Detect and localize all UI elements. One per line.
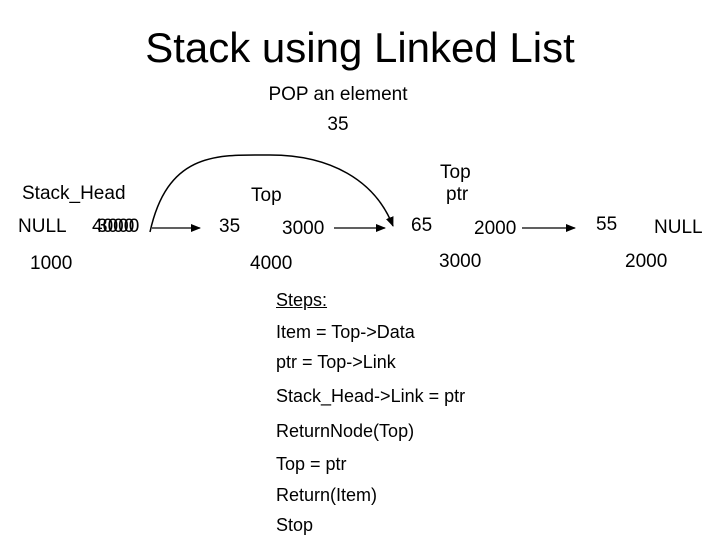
node-65-address: 3000 [439,251,482,272]
head-link-cell: 3000 [97,216,140,237]
head-data-cell: NULL [18,216,67,237]
diagram-title: Stack using Linked List [145,24,575,71]
node-35-address: 4000 [250,253,293,274]
node-55-link-cell: NULL [654,217,703,238]
steps-heading: Steps: [276,290,328,310]
top-label: Top [251,185,282,206]
node-65-data-cell: 65 [411,215,433,236]
step-item: Return(Item) [276,485,378,505]
step-item: Stack_Head->Link = ptr [276,386,466,406]
step-item: ptr = Top->Link [276,352,396,372]
head-link-overwritten: 4000 [92,216,135,237]
popped-value: 35 [327,114,349,135]
node-35-link-cell: 3000 [282,218,325,239]
operation-label: POP an element [268,84,408,105]
top-ptr-label-ptr: ptr [446,184,469,205]
step-item: Item = Top->Data [276,322,415,342]
arrow-head-bypass-to-node-65 [149,154,394,233]
head-address: 1000 [30,253,73,274]
node-65-link-cell: 2000 [474,218,517,239]
node-35-data-cell: 35 [219,216,241,237]
stack-head-label: Stack_Head [22,183,126,204]
step-item: ReturnNode(Top) [276,421,415,441]
top-ptr-label-top: Top [440,162,471,183]
step-item: Top = ptr [276,454,347,474]
step-item: Stop [276,515,314,535]
node-55-address: 2000 [625,251,668,272]
node-55-data-cell: 55 [596,214,618,235]
